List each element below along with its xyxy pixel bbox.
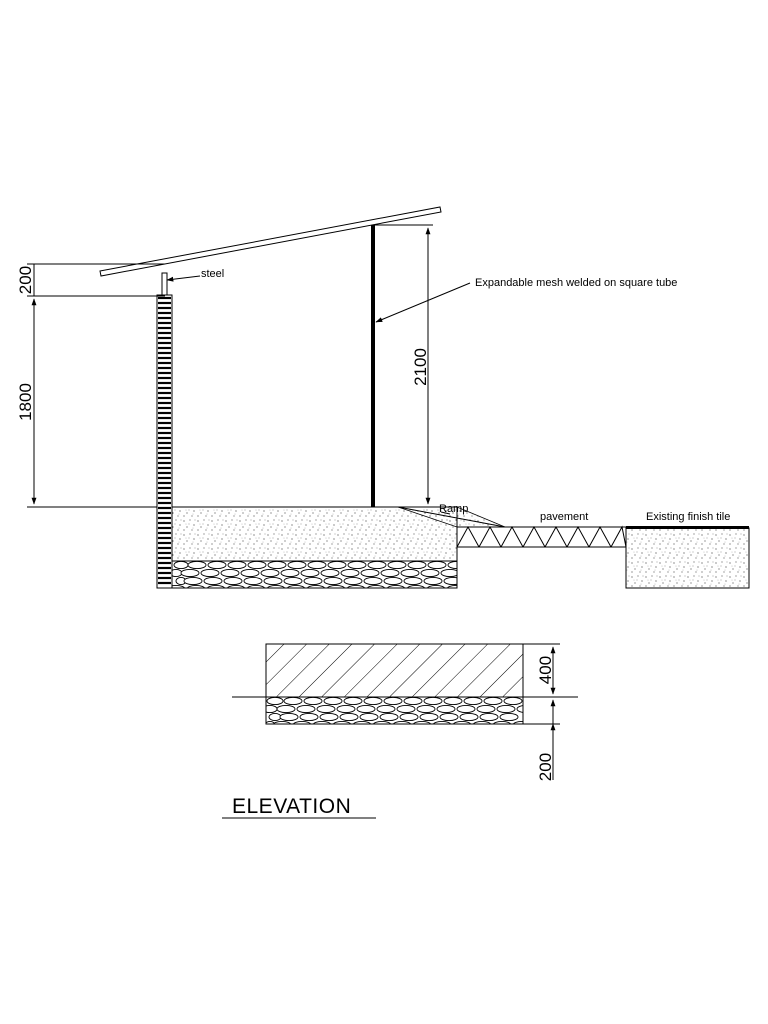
pavement-section: [456, 525, 627, 548]
dimension-400: 400: [523, 643, 560, 725]
dimension-1800: 1800: [16, 298, 157, 508]
steel-bracket: [161, 272, 168, 297]
finish-tile-line: [626, 526, 749, 529]
dimension-2100: 2100: [375, 224, 433, 508]
dim-200-bottom-label: 200: [536, 753, 555, 781]
ramp-label: Ramp: [439, 503, 468, 515]
mesh-note-label: Expandable mesh welded on square tube: [475, 277, 677, 289]
brick-wall: [156, 294, 173, 589]
detail-section: [232, 643, 578, 725]
ground-slab: [171, 506, 458, 589]
existing-finish-block: [625, 526, 750, 589]
steel-label: steel: [201, 268, 224, 280]
pavement-label: pavement: [540, 511, 588, 523]
dimension-200-top: 200: [16, 263, 165, 297]
dim-200-label: 200: [16, 266, 35, 294]
dim-2100-label: 2100: [411, 348, 430, 386]
roof-sheet: [99, 206, 442, 277]
dim-1800-label: 1800: [16, 383, 35, 421]
dimension-200-bottom: 200: [536, 699, 556, 781]
drawing-title: ELEVATION: [232, 795, 351, 818]
mesh-post: [371, 225, 375, 507]
dim-400-label: 400: [536, 656, 555, 684]
existing-tile-label: Existing finish tile: [646, 511, 730, 523]
